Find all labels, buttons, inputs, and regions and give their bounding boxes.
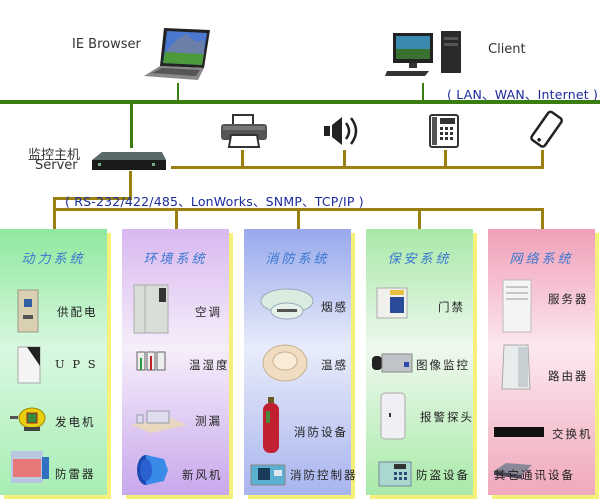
panel-network-system: 网络系统 服务器 路由器 交换机 其它通讯设备 [488,229,595,495]
telephone-link [444,150,447,167]
mobile-link [541,150,544,167]
smoke-detector-icon [260,288,314,320]
panel-fire-system: 消防系统 烟感 温感 消防设备 消防控制器 [244,229,356,495]
panel-security-system: 保安系统 门禁 图像监控 报警探头 防盗设备 [366,229,473,495]
item-label: 温湿度 [189,358,230,372]
ups-icon [17,346,41,384]
speaker-link [343,150,346,167]
panel-2-link [175,208,178,230]
panel-4-link [418,208,421,230]
fire-controller-icon [250,464,286,486]
client-label: Client [488,42,526,57]
item-label: 报警探头 [420,410,474,424]
server-label-en: Server [35,158,78,173]
protocol-label: ( RS-232/422/485、LonWorks、SNMP、TCP/IP ) [65,194,364,209]
item-label: 新风机 [182,468,223,482]
power-cabinet-icon [17,289,39,333]
item-label: 供配电 [57,305,98,319]
access-control-icon [376,287,408,319]
desktop-pc-icon [385,31,461,76]
heat-detector-icon [262,344,308,382]
network-bus [0,100,600,104]
panel-5-link [541,208,544,230]
item-label: 发电机 [55,415,96,429]
panel-title: 保安系统 [387,252,452,267]
server-downlink-horizontal [53,197,132,200]
item-label: 图像监控 [416,358,470,372]
cctv-camera-icon [372,353,413,373]
mobile-phone-icon [530,110,563,148]
rack-server-icon [92,152,166,170]
panel-title: 环境系统 [143,252,208,267]
item-label: 门禁 [438,300,465,314]
network-label: ( LAN、WAN、Internet ) [447,87,599,102]
item-label: 其它通讯设备 [494,468,575,482]
item-label: 路由器 [548,369,589,383]
thermometer-icon [136,351,166,371]
air-conditioner-icon [133,284,169,334]
printer-icon [221,114,267,148]
client-link [422,83,424,101]
laptop-icon [144,28,210,80]
peripheral-bus [171,166,544,169]
panel-title: 动力系统 [21,252,86,267]
server-uplink [130,104,133,148]
panel-power-system: 动力系统 供配电 U P S 发电机 防雷器 [0,229,107,495]
item-label: 服务器 [548,292,589,306]
item-label: 消防设备 [294,425,348,439]
surge-protector-icon [11,451,49,483]
panel-title: 网络系统 [509,252,574,267]
item-label: 交换机 [552,427,593,441]
generator-icon [10,407,46,431]
fire-extinguisher-icon [263,397,279,453]
panel-title: 消防系统 [265,252,330,267]
network-device-icon [494,463,532,479]
browser-link [177,83,179,101]
telephone-icon [429,114,459,148]
panel-3-link [297,208,300,230]
server-tower-icon [502,279,532,333]
item-label: U P S [55,357,98,371]
fan-icon [137,455,168,485]
item-label: 测漏 [195,414,222,428]
panel-environment-system: 环境系统 空调 温湿度 测漏 新风机 [122,229,229,495]
server-label-cn: 监控主机 [28,148,81,163]
item-label: 烟感 [321,300,348,314]
speaker-icon [324,117,358,145]
printer-link [241,150,244,167]
switch-icon [494,427,544,437]
router-icon [501,344,531,390]
motion-sensor-icon [380,392,406,440]
leak-detector-icon [131,410,187,433]
item-label: 消防控制器 [290,468,358,482]
item-label: 温感 [321,358,348,372]
alarm-keypad-icon [378,461,412,487]
item-label: 防盗设备 [416,468,470,482]
panel-1-link [53,197,56,230]
item-label: 空调 [195,305,222,319]
server-downlink [129,171,132,198]
item-label: 防雷器 [55,467,96,481]
ie-browser-label: IE Browser [72,37,141,52]
